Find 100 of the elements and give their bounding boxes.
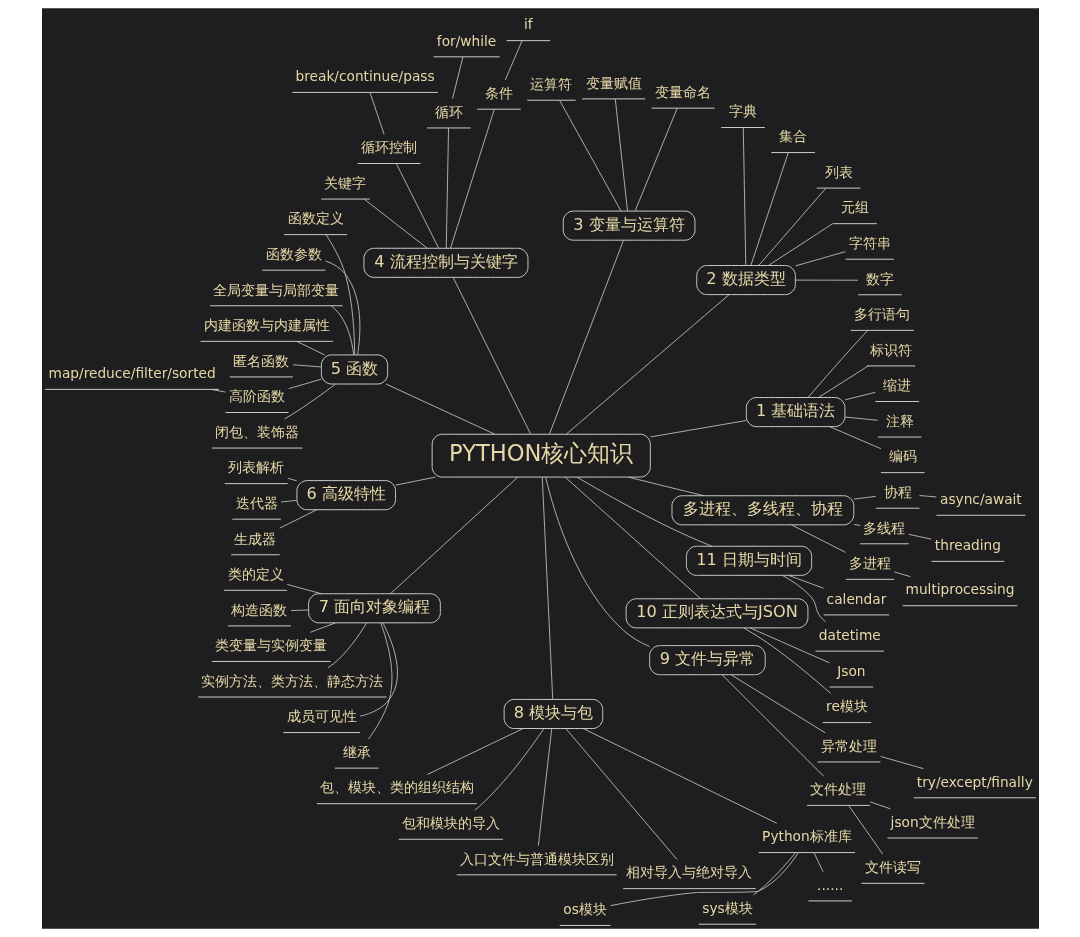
node-text: 协程 — [883, 483, 912, 500]
connector — [730, 674, 826, 734]
connector — [576, 476, 712, 547]
connector — [385, 383, 495, 435]
node-text: 标识符 — [869, 341, 912, 358]
node-text: Json — [836, 662, 866, 679]
connector — [750, 152, 789, 266]
node-text: 元组 — [840, 199, 869, 216]
connector — [287, 378, 322, 390]
connector — [790, 524, 846, 553]
node-text: 闭包、装饰器 — [214, 423, 299, 440]
connector — [445, 127, 449, 249]
node-text: 列表 — [824, 163, 853, 180]
connector — [504, 40, 522, 81]
node-text: 成员可见性 — [286, 708, 357, 725]
node-text: 缩进 — [882, 377, 911, 394]
node-text: 多进程 — [848, 555, 891, 572]
connector — [451, 56, 463, 100]
connector — [558, 100, 621, 212]
node-text: 包、模块、类的组织结构 — [319, 779, 474, 796]
connector — [794, 279, 858, 281]
connector — [907, 533, 932, 540]
connector — [449, 108, 495, 249]
node-box: 9 文件与异常 — [648, 645, 766, 676]
node-text: 字典 — [728, 103, 757, 120]
node-text: 条件 — [484, 84, 513, 101]
node-text: 多行语句 — [853, 306, 910, 323]
node-text: sys模块 — [701, 899, 753, 916]
connector — [537, 728, 552, 846]
connector — [742, 127, 746, 266]
node-text: re模块 — [825, 698, 868, 715]
connector — [426, 728, 523, 775]
node-text: 全局变量与局部变量 — [212, 281, 339, 298]
connector — [325, 234, 355, 356]
connector — [452, 276, 531, 435]
node-text: async/await — [939, 491, 1022, 508]
connector — [280, 500, 297, 503]
node-text: for/while — [436, 32, 496, 49]
node-text: 编码 — [888, 448, 917, 465]
node-text: 函数参数 — [265, 245, 322, 262]
node-text: 异常处理 — [820, 737, 877, 754]
connector — [389, 476, 518, 595]
node-text: 生成器 — [233, 530, 276, 547]
connector — [742, 627, 831, 694]
node-text: 实例方法、类方法、静态方法 — [200, 672, 383, 689]
connector — [395, 163, 439, 249]
node-text: 包和模块的导入 — [401, 815, 500, 832]
node-box: 8 模块与包 — [503, 698, 603, 729]
node-text: 循环 — [434, 103, 463, 120]
connector — [290, 609, 309, 611]
node-text: 构造函数 — [230, 601, 287, 618]
connector — [844, 391, 876, 401]
connector — [283, 383, 336, 420]
node-box: 5 函数 — [320, 354, 388, 385]
connector — [474, 728, 544, 811]
node-box: 10 正则表达式与JSON — [625, 598, 808, 629]
connector — [286, 477, 297, 482]
connector — [292, 364, 322, 368]
node-text: 函数定义 — [287, 210, 344, 227]
connector — [582, 728, 777, 824]
node-box: 多进程、多线程、协程 — [671, 495, 854, 526]
node-box: 7 面向对象编程 — [307, 593, 441, 624]
connector — [879, 756, 924, 770]
connector — [548, 239, 624, 435]
connector — [296, 341, 325, 356]
connector — [767, 223, 833, 266]
connector — [286, 584, 322, 595]
node-text: 循环控制 — [360, 139, 417, 156]
connector — [326, 622, 367, 669]
connector — [634, 107, 678, 212]
node-text: datetime — [818, 626, 881, 643]
node-text: 多线程 — [863, 519, 906, 536]
connector — [564, 476, 701, 599]
node-text: 入口文件与普通模块区别 — [459, 850, 614, 867]
node-box: 1 基础语法 — [745, 397, 845, 428]
connector — [627, 476, 704, 497]
connector — [781, 575, 826, 623]
connector — [893, 571, 911, 578]
node-text: 内建函数与内建属性 — [203, 317, 330, 334]
connector — [813, 852, 824, 873]
node-text: 相对导入与绝对导入 — [625, 864, 752, 881]
connector — [852, 524, 861, 526]
connector — [614, 98, 628, 212]
connector — [869, 801, 891, 810]
node-text: map/reduce/filter/sorted — [48, 365, 216, 382]
node-text: 变量赋值 — [585, 74, 642, 91]
node-text: 匿名函数 — [232, 352, 289, 369]
connector — [369, 92, 384, 135]
node-text: 类变量与实例变量 — [214, 637, 327, 654]
node-text: os模块 — [562, 901, 607, 918]
node-text: json文件处理 — [890, 813, 975, 830]
node-box: 3 变量与运算符 — [562, 210, 695, 241]
node-text: if — [523, 16, 533, 33]
node-text: 字符串 — [848, 234, 891, 251]
node-text: threading — [934, 537, 1001, 554]
node-box: 4 流程控制与关键字 — [362, 247, 528, 278]
node-text: 列表解析 — [227, 459, 284, 476]
node-text: ...... — [816, 876, 843, 893]
connector — [544, 476, 650, 647]
connector — [847, 805, 883, 855]
